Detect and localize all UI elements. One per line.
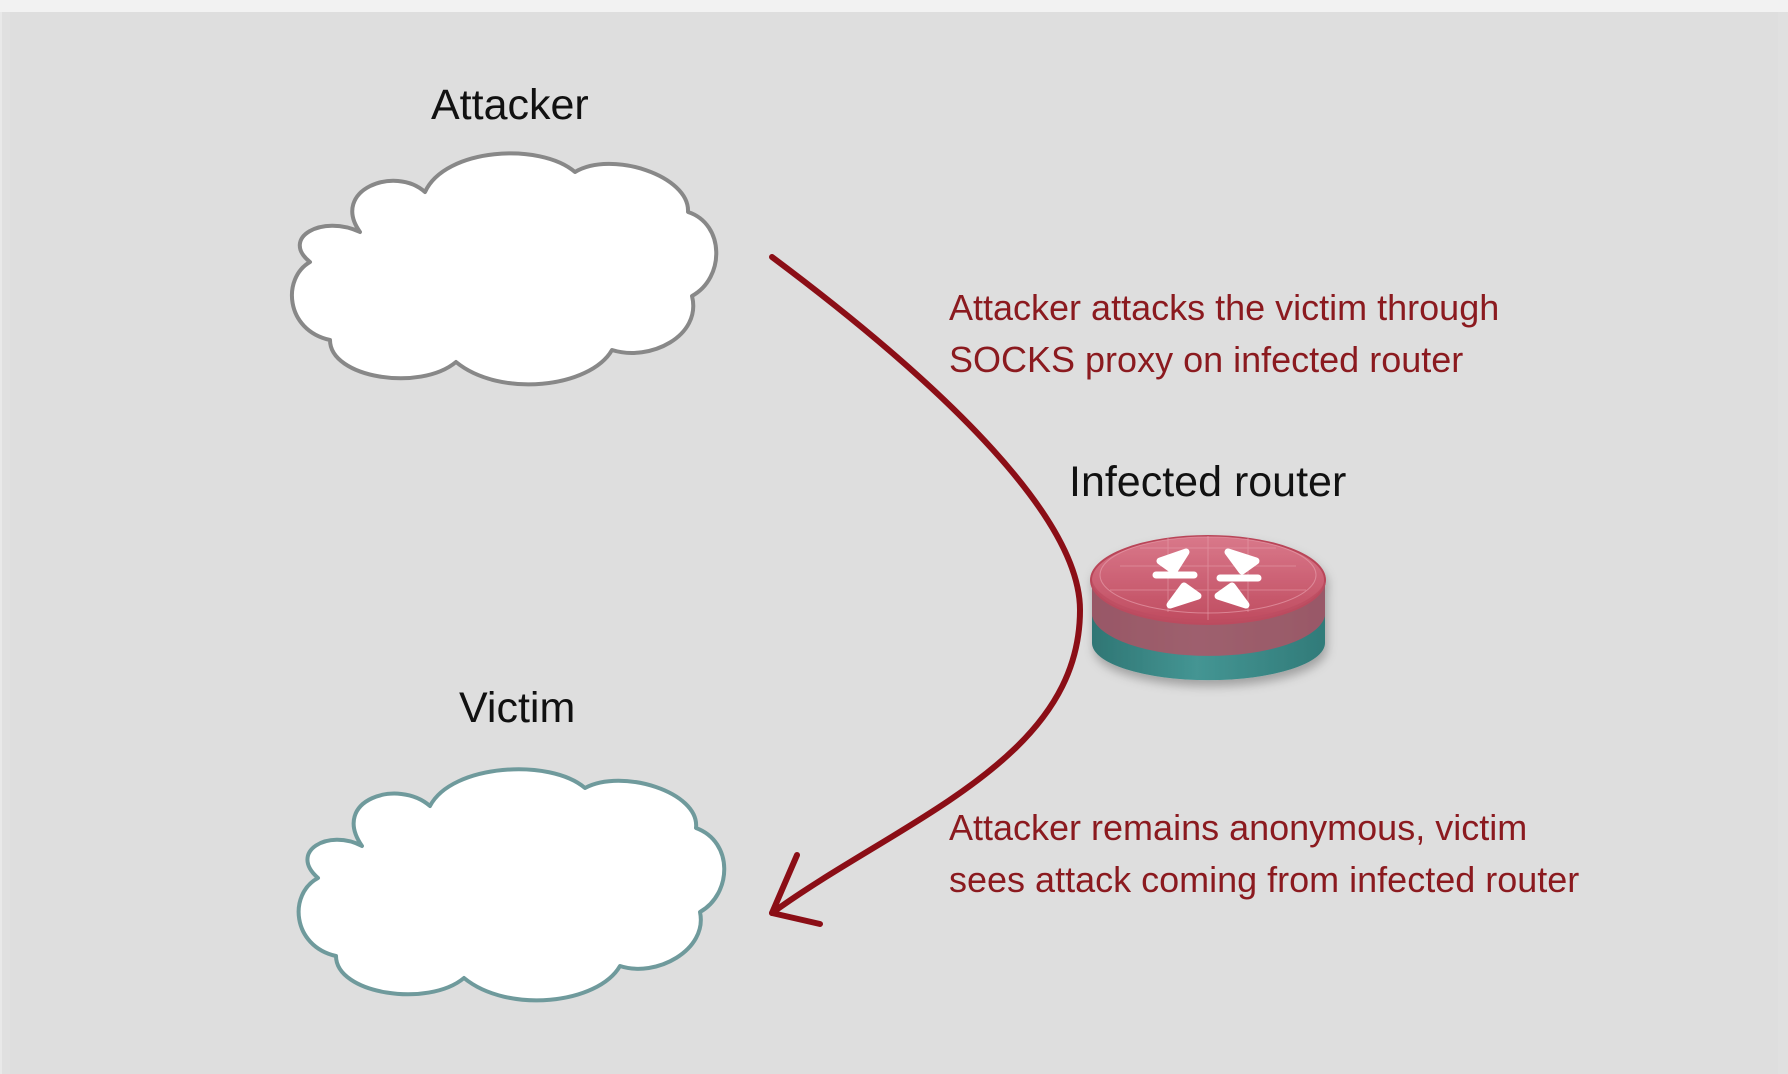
arrowhead-icon [769,852,823,927]
attack-path-annotation: Attacker attacks the victim through SOCK… [949,282,1499,386]
attack-path-annotation-line-2: SOCKS proxy on infected router [949,339,1464,380]
victim-label: Victim [459,684,576,732]
anonymity-annotation-line-1: Attacker remains anonymous, victim [949,807,1528,848]
top-strip [0,0,1788,12]
router-icon [1090,535,1326,681]
attack-path-annotation-line-1: Attacker attacks the victim through [949,287,1500,328]
attack-path-arrow [769,254,1084,916]
anonymity-annotation: Attacker remains anonymous, victim sees … [949,802,1579,906]
victim-cloud-icon [296,767,727,1003]
router-label: Infected router [1069,458,1347,506]
anonymity-annotation-line-2: sees attack coming from infected router [949,859,1580,900]
attacker-label: Attacker [431,81,589,129]
attacker-cloud-icon [289,151,719,387]
